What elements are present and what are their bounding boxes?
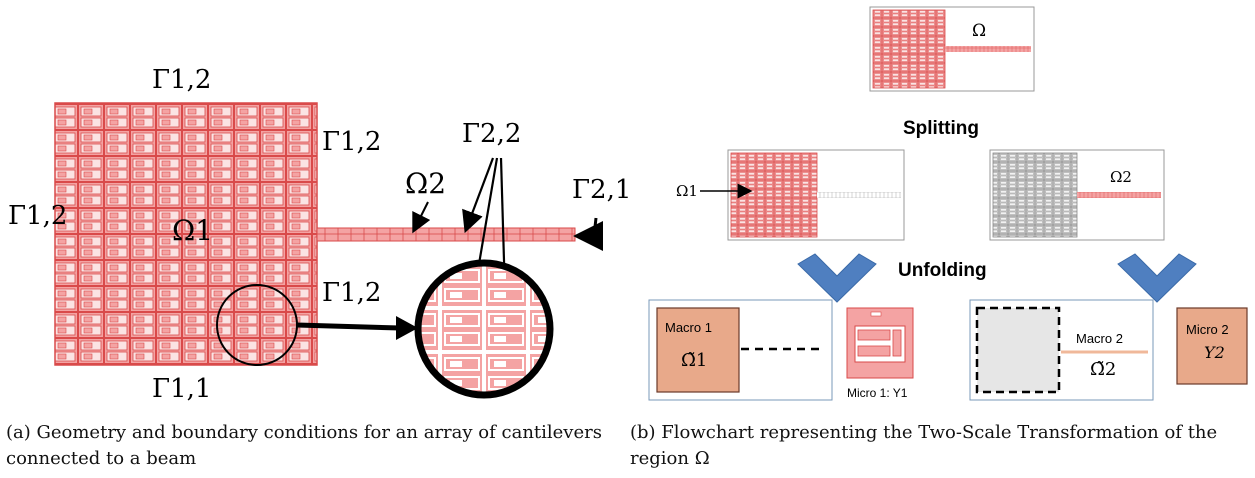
cantilever-array bbox=[54, 102, 318, 366]
unfold-arrow-right bbox=[1117, 253, 1197, 303]
region-omega-array bbox=[872, 9, 946, 89]
label-micro-2: Micro 2 bbox=[1186, 322, 1229, 337]
label-gamma-right-lower: Γ1,2 bbox=[322, 278, 381, 308]
omega1-beam-outline bbox=[817, 192, 901, 198]
label-gamma-right-upper: Γ1,2 bbox=[322, 127, 381, 157]
label-gamma-beam-end: Γ2,1 bbox=[572, 175, 631, 205]
micro1-plate-bottom bbox=[857, 345, 891, 357]
micro1-tab bbox=[870, 311, 882, 317]
label-gamma-left: Γ1,2 bbox=[8, 201, 67, 231]
micro2-cell bbox=[1176, 307, 1248, 385]
region-omega-beam bbox=[945, 46, 1031, 52]
zoom-arrow bbox=[296, 322, 401, 331]
omega2-array-gray bbox=[992, 152, 1078, 238]
caption-a: (a) Geometry and boundary conditions for… bbox=[6, 422, 602, 469]
omega1-array bbox=[730, 152, 818, 238]
macro1-domain bbox=[656, 307, 740, 393]
micro1-plate-top bbox=[857, 329, 891, 341]
label-macro-2: Macro 2 bbox=[1076, 331, 1123, 346]
arrow-beam-end bbox=[573, 217, 603, 251]
label-gamma-bottom: Γ1,1 bbox=[152, 374, 211, 404]
label-micro-1: Micro 1: Y1 bbox=[847, 386, 908, 400]
zoom-detail-circle bbox=[414, 259, 554, 399]
label-omega-1: Ω1 bbox=[676, 182, 698, 200]
arrow-omega2 bbox=[412, 201, 431, 234]
unfold-arrow-left bbox=[797, 253, 877, 303]
label-gamma-top: Γ1,2 bbox=[152, 65, 211, 95]
micro1-anchor bbox=[892, 329, 902, 357]
label-omega-beam: Ω2 bbox=[405, 167, 446, 200]
omega2-beam bbox=[1077, 192, 1161, 198]
label-gamma-beam-cells: Γ2,2 bbox=[462, 119, 521, 149]
arrow-gamma22-1 bbox=[462, 157, 495, 234]
beam bbox=[316, 227, 576, 242]
label-micro-2-symbol: Y2 bbox=[1204, 343, 1225, 362]
label-unfolding: Unfolding bbox=[898, 260, 987, 281]
label-splitting: Splitting bbox=[903, 118, 979, 139]
zoom-arrow-head bbox=[396, 316, 418, 340]
label-macro-1-symbol: Ω̃1 bbox=[681, 350, 707, 371]
panel-a: Γ1,2 Γ1,2 Γ1,2 Γ1,2 Γ1,1 Γ2,1 Γ2,2 Ω2 Ω1 bbox=[8, 65, 631, 404]
macro2-gray-domain bbox=[975, 306, 1061, 394]
label-macro-2-symbol: Ω̃2 bbox=[1090, 359, 1116, 380]
label-omega-array: Ω1 bbox=[172, 214, 213, 247]
caption-b: (b) Flowchart representing the Two-Scale… bbox=[630, 422, 1218, 469]
label-omega-full: Ω bbox=[972, 21, 986, 41]
panel-b: Ω Splitting Ω1 Ω2 Unfolding Macro 1 Ω̃1 … bbox=[648, 6, 1248, 401]
label-macro-1: Macro 1 bbox=[665, 320, 712, 335]
zoom-detail bbox=[418, 263, 550, 395]
label-omega-2: Ω2 bbox=[1110, 168, 1132, 186]
